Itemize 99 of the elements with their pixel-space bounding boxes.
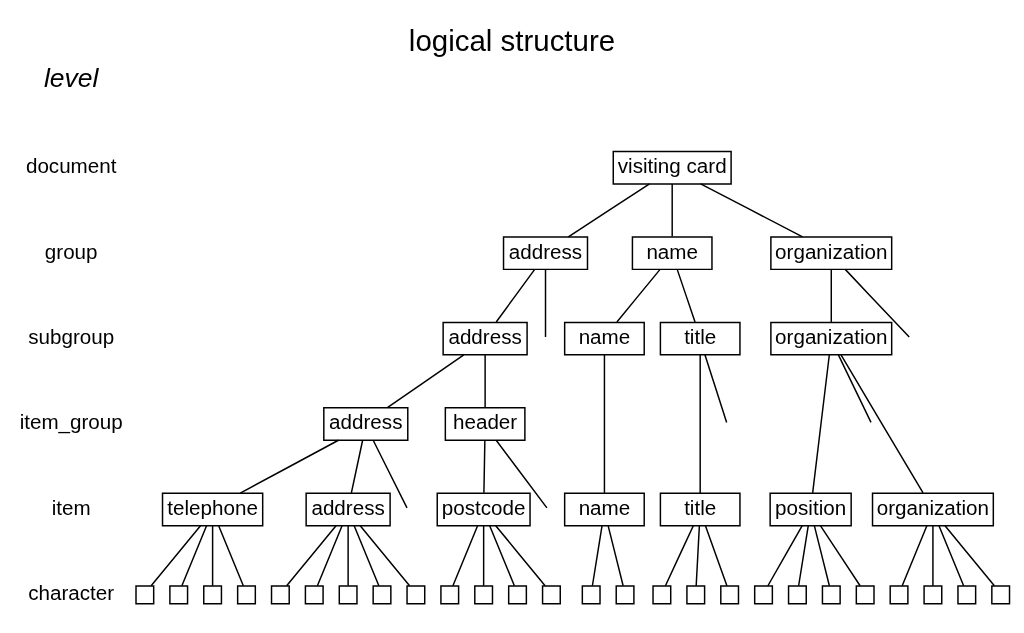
node-box [889, 585, 909, 605]
connector [488, 524, 516, 587]
node-box [474, 585, 494, 605]
node-box: visiting card [612, 150, 732, 185]
connector [482, 524, 485, 587]
connector [840, 354, 924, 494]
node-box [169, 585, 189, 605]
connector [676, 268, 696, 323]
connector [944, 524, 996, 587]
connector [359, 524, 411, 587]
connector [901, 524, 928, 587]
node-box: address [502, 236, 589, 271]
connector [704, 524, 728, 587]
connector [837, 354, 872, 424]
label: document [25, 154, 117, 178]
node-box [270, 585, 290, 605]
node-box [406, 585, 426, 605]
node-box: address [305, 492, 391, 527]
node-box [203, 585, 223, 605]
label: subgroup [28, 325, 115, 349]
connector [699, 354, 701, 494]
node-box: title [659, 321, 741, 356]
node-box [338, 585, 358, 605]
connector [616, 268, 661, 323]
connector [353, 524, 380, 587]
node-box [304, 585, 324, 605]
node-box [652, 585, 672, 605]
connector [316, 524, 343, 587]
connector [704, 354, 728, 424]
node-box [615, 585, 635, 605]
connector [495, 439, 548, 509]
label: character [28, 581, 115, 605]
label: level [43, 63, 99, 94]
node-box: telephone [161, 492, 264, 527]
node-box [991, 585, 1011, 605]
connector [211, 524, 214, 587]
connector [811, 354, 831, 494]
node-box: postcode [436, 492, 531, 527]
node-box [686, 585, 706, 605]
node-box: name [563, 492, 645, 527]
connector [347, 524, 349, 587]
node-box [581, 585, 601, 605]
node-box: title [659, 492, 741, 527]
node-box [855, 585, 875, 605]
connector [797, 524, 810, 587]
connector [591, 524, 603, 587]
node-box [923, 585, 943, 605]
node-box: address [442, 321, 528, 356]
node-box: header [444, 407, 526, 441]
connector [181, 524, 208, 587]
node-box: address [323, 407, 409, 441]
connector [664, 524, 695, 587]
connector [239, 439, 340, 494]
connector [603, 354, 606, 494]
connector [671, 183, 673, 238]
node-box [135, 585, 155, 605]
connector [495, 524, 546, 587]
connector [830, 268, 832, 323]
label: group [44, 239, 98, 263]
connector [150, 524, 202, 587]
connector [484, 354, 486, 409]
node-box [720, 585, 740, 605]
connector [372, 439, 408, 509]
label: item_group [19, 410, 123, 434]
connector [844, 268, 910, 338]
node-box: name [631, 236, 713, 271]
node-box: name [563, 321, 645, 356]
node-box: organization [770, 236, 893, 271]
connector [607, 524, 624, 587]
connector [813, 524, 831, 587]
node-box [753, 585, 774, 605]
connector [285, 524, 337, 587]
node-box [372, 585, 392, 605]
connector [350, 439, 364, 494]
node-box [787, 585, 807, 605]
node-box [440, 585, 460, 605]
connector [819, 524, 861, 587]
connector [567, 183, 651, 238]
connector [452, 524, 479, 587]
node-box: position [769, 492, 852, 527]
connector [544, 268, 547, 338]
connector [483, 439, 486, 494]
connector [938, 524, 965, 587]
node-box [236, 585, 257, 605]
connector [217, 524, 245, 587]
node-box [957, 585, 977, 605]
connector [932, 524, 934, 587]
connector [699, 183, 804, 238]
node-box [507, 585, 528, 605]
connector [386, 354, 465, 409]
label: item [51, 495, 91, 519]
node-box: organization [871, 492, 995, 527]
connector [695, 524, 701, 587]
connector [767, 524, 803, 587]
connector [495, 268, 536, 323]
node-box [821, 585, 841, 605]
node-box [541, 585, 561, 605]
node-box: organization [770, 321, 893, 356]
diagram-title: logical structure [408, 24, 616, 58]
